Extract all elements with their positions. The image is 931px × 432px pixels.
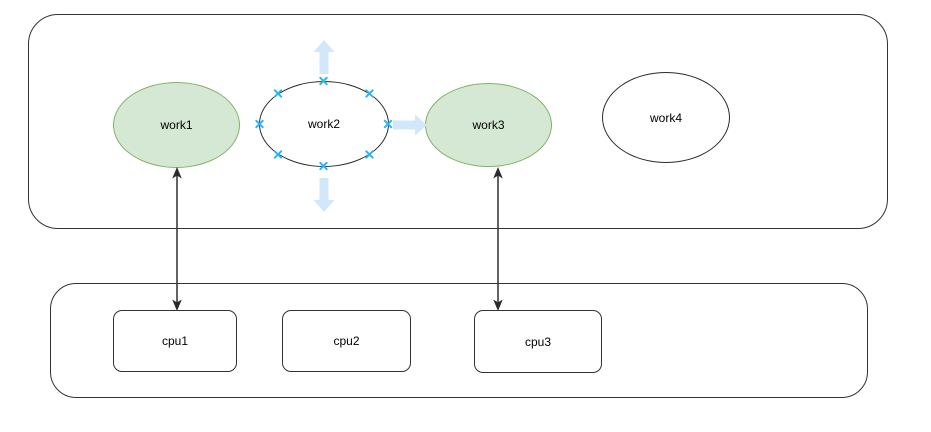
- node-work3[interactable]: work3: [425, 83, 552, 167]
- node-work4-label: work4: [649, 110, 682, 125]
- node-cpu1[interactable]: cpu1: [113, 310, 237, 372]
- node-work2-label: work2: [307, 117, 340, 131]
- node-work2[interactable]: work2: [259, 81, 389, 167]
- node-cpu2[interactable]: cpu2: [282, 310, 411, 372]
- node-cpu1-label: cpu1: [161, 334, 189, 348]
- node-work4[interactable]: work4: [602, 72, 730, 163]
- node-work1[interactable]: work1: [113, 82, 240, 168]
- node-work1-label: work1: [160, 118, 193, 132]
- node-cpu2-label: cpu2: [333, 334, 360, 348]
- node-cpu3[interactable]: cpu3: [474, 310, 602, 373]
- node-work3-label: work3: [472, 118, 505, 132]
- node-cpu3-label: cpu3: [524, 334, 552, 349]
